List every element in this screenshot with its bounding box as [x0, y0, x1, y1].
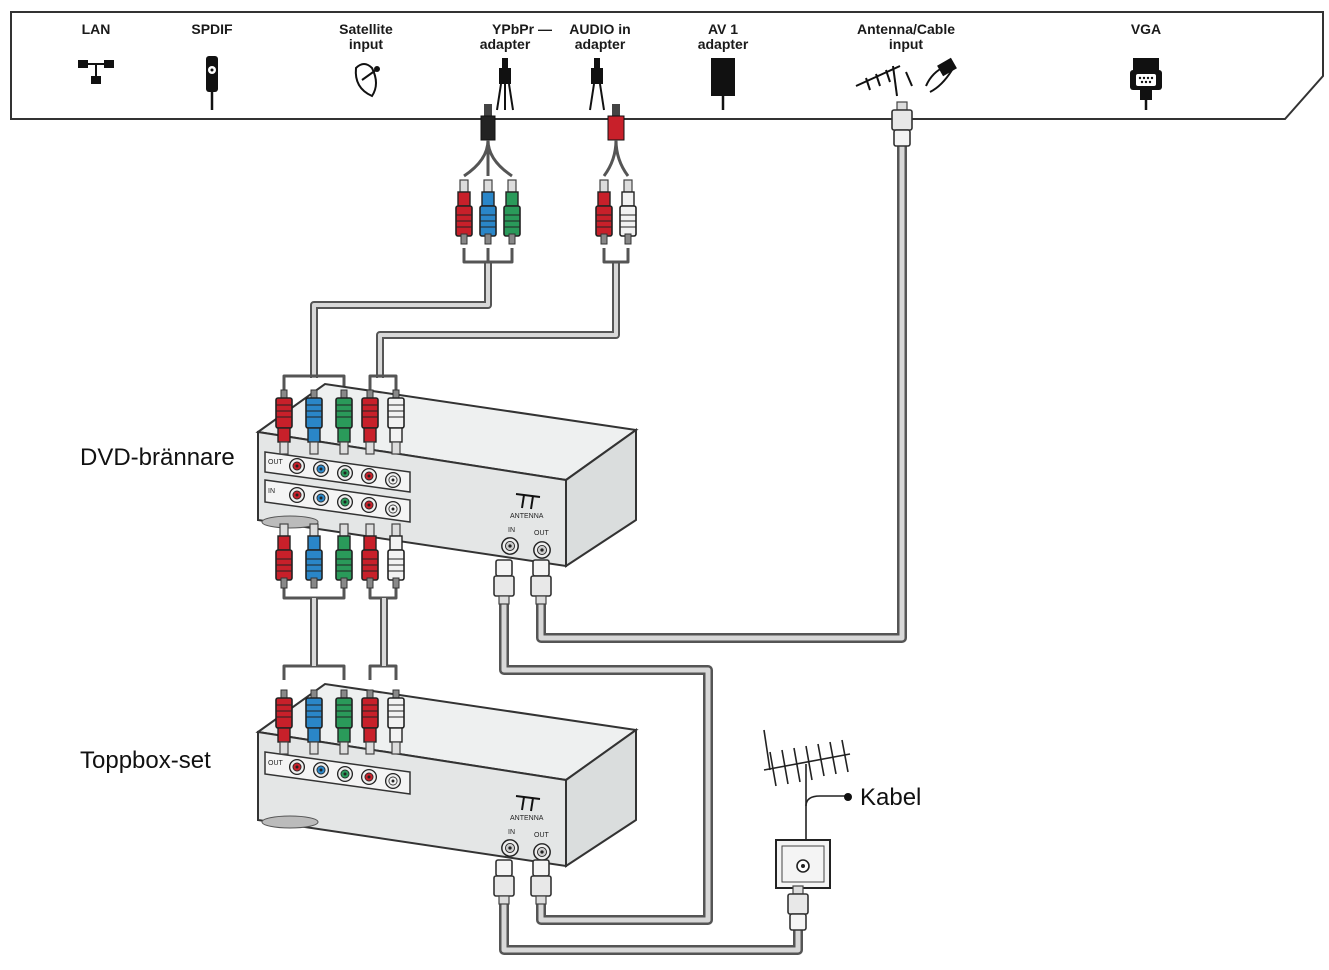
port-satellite: Satellite input — [339, 21, 393, 52]
port-spdif: SPDIF — [191, 21, 233, 37]
antenna-in-label: IN — [508, 527, 515, 534]
port-label: LAN — [82, 21, 111, 37]
antenna-cable — [536, 146, 907, 643]
port-ypbpr: YPbPr — adapter — [480, 21, 552, 52]
kabel-marker-icon — [844, 793, 852, 801]
adapter-jack-icon — [496, 58, 514, 111]
antenna-out-label: OUT — [534, 832, 550, 839]
port-label: input — [349, 36, 384, 52]
port-label: input — [889, 36, 924, 52]
panel-out-label: OUT — [268, 760, 284, 767]
panel-out-label: OUT — [268, 459, 284, 466]
rooftop-antenna-icon — [763, 729, 851, 842]
satellite-dish-icon — [354, 63, 380, 98]
antenna-cable-icon — [855, 57, 957, 97]
port-label: Antenna/Cable — [857, 21, 955, 37]
port-label: VGA — [1131, 21, 1161, 37]
wall-socket — [775, 839, 831, 889]
network-icon — [78, 60, 114, 84]
port-label: SPDIF — [191, 21, 233, 37]
panel-antenna-label: ANTENNA — [510, 513, 544, 520]
adapter-jack-icon — [589, 58, 605, 111]
wall-socket-plug — [787, 885, 809, 931]
port-audio-in: AUDIO in adapter — [569, 21, 630, 52]
port-lan: LAN — [82, 21, 111, 37]
kabel-label: Kabel — [860, 784, 921, 811]
ypbpr-adapter-plug — [455, 104, 521, 245]
port-vga: VGA — [1131, 21, 1161, 37]
dvd-coax-plugs — [493, 559, 552, 605]
panel-in-label: IN — [268, 488, 275, 495]
ypbpr-cable — [310, 262, 492, 378]
antenna-symbol-icon — [515, 795, 541, 812]
rca-plug-icon — [206, 56, 218, 110]
cables — [282, 146, 907, 955]
vga-connector-icon — [1130, 58, 1162, 110]
audio-adapter-plug — [595, 104, 637, 245]
panel-antenna-label: ANTENNA — [510, 815, 544, 822]
stb-coax-plugs — [493, 859, 552, 905]
port-label: AV 1 — [708, 21, 738, 37]
port-label: adapter — [575, 36, 626, 52]
port-label: adapter — [480, 36, 531, 52]
antenna-in-label: IN — [508, 829, 515, 836]
port-label: YPbPr — — [492, 21, 552, 37]
tv-connection-panel: LAN SPDIF Satellite input YPbPr — adapte… — [10, 11, 1324, 120]
port-label: Satellite — [339, 21, 393, 37]
port-av1: AV 1 adapter — [698, 21, 749, 52]
audio-cable — [376, 262, 620, 378]
set-top-box-label: Toppbox-set — [80, 747, 211, 774]
antenna-symbol-icon — [515, 493, 541, 510]
port-label: AUDIO in — [569, 21, 630, 37]
antenna-out-label: OUT — [534, 530, 550, 537]
port-label: adapter — [698, 36, 749, 52]
scart-adapter-icon — [711, 58, 735, 110]
dvd-recorder-label: DVD-brännare — [80, 444, 235, 471]
port-antenna: Antenna/Cable input — [857, 21, 955, 52]
